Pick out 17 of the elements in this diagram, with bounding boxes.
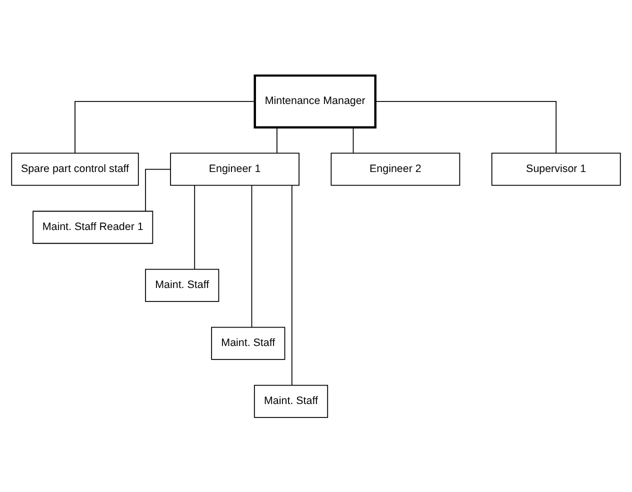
node-box: Spare part control staff xyxy=(11,152,139,186)
node-box: Engineer 1 xyxy=(170,152,300,186)
connector xyxy=(352,126,354,153)
node-box: Mintenance Manager xyxy=(254,74,376,128)
node-box: Maint. Staff xyxy=(254,384,328,418)
node-box: Supervisor 1 xyxy=(491,152,621,186)
node-box: Maint. Staff xyxy=(145,268,220,302)
connector xyxy=(291,184,292,386)
node-box: Maint. Staff Reader 1 xyxy=(32,210,154,244)
connector xyxy=(74,100,256,154)
node-box: Maint. Staff xyxy=(211,326,286,360)
connector xyxy=(251,184,252,328)
connector xyxy=(375,100,557,154)
connector xyxy=(145,168,171,212)
connector xyxy=(276,126,278,153)
node-box: Engineer 2 xyxy=(330,152,460,186)
connector xyxy=(194,184,196,269)
